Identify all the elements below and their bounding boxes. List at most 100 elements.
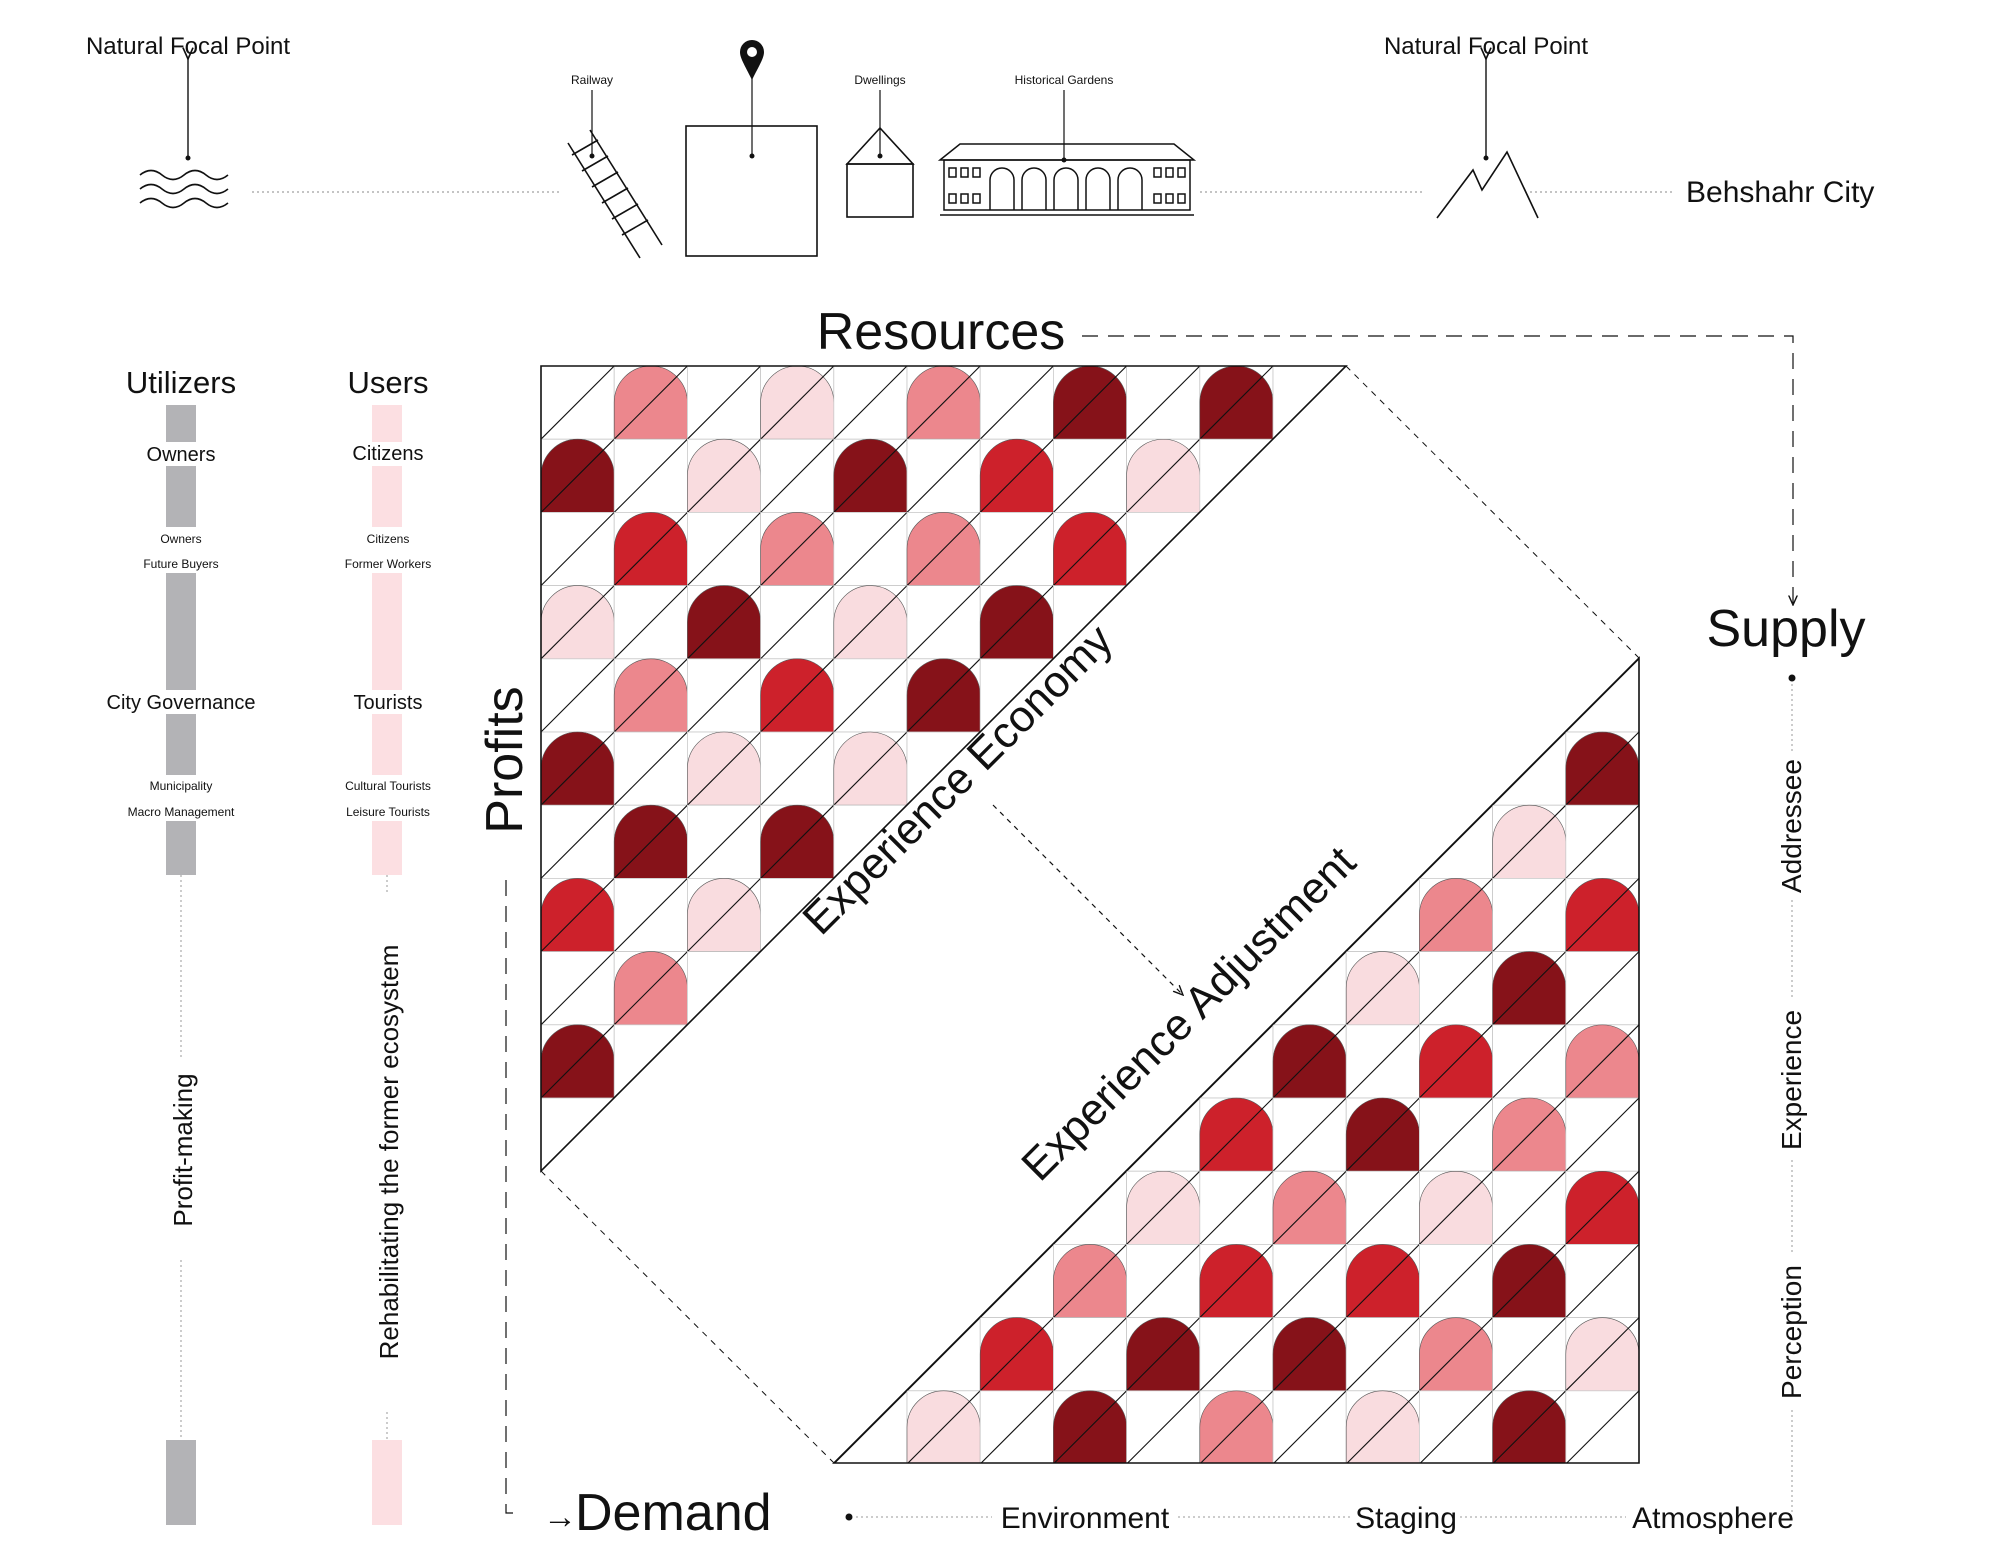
- grid-cell: [613, 731, 688, 806]
- cell-diagonal: [1345, 585, 1346, 660]
- grid-cell: [613, 951, 688, 1026]
- cell-diagonal: [1419, 731, 1493, 806]
- grid-cell: [1199, 731, 1274, 806]
- historical-garden-building-icon: [937, 143, 1197, 216]
- cell-diagonal: [613, 366, 688, 440]
- grid-cell: [1126, 1317, 1201, 1392]
- cell-diagonal: [1493, 512, 1566, 585]
- grid-cell: [979, 878, 1054, 953]
- grid-cell: [1272, 1244, 1347, 1319]
- cell-diagonal: [541, 1391, 614, 1464]
- mountain-icon: [1436, 150, 1539, 219]
- grid-cell: [1126, 585, 1201, 660]
- cell-diagonal: [979, 951, 1054, 1026]
- grid-cell: [760, 585, 835, 660]
- cell-diagonal: [1419, 658, 1493, 660]
- cell-diagonal: [1565, 731, 1639, 806]
- cell-diagonal: [1566, 366, 1639, 439]
- grid-cell: [833, 731, 908, 806]
- grid-cell: [760, 512, 835, 587]
- grid-cell: [1492, 1097, 1567, 1172]
- grid-cell: [834, 1170, 835, 1245]
- cell-diagonal: [613, 658, 688, 733]
- grid-cell: [541, 658, 615, 733]
- grid-cell: [1565, 878, 1639, 953]
- grid-cell: [833, 1024, 908, 1099]
- cell-diagonal: [834, 1170, 908, 1245]
- grid-cell: [613, 512, 688, 587]
- grid-cell: [1053, 1390, 1128, 1463]
- cell-diagonal: [979, 1024, 1054, 1099]
- grid-cell: [1345, 658, 1420, 660]
- cell-diagonal: [1493, 366, 1566, 439]
- grid-cell: [760, 1170, 835, 1171]
- addressee-label: Addressee: [1776, 759, 1807, 893]
- cell-diagonal: [833, 366, 908, 440]
- grid-cell: [1345, 1317, 1420, 1392]
- grid-cell: [1272, 1024, 1347, 1099]
- cell-diagonal: [1419, 1170, 1493, 1245]
- cell-diagonal: [1345, 1097, 1420, 1172]
- cell-diagonal: [1272, 1390, 1347, 1463]
- bottom-axis: Environment Staging Atmosphere: [845, 1502, 1794, 1535]
- economy-to-adjustment-arrow: [992, 804, 1183, 995]
- cell-diagonal: [541, 585, 615, 660]
- cell-diagonal: [1419, 512, 1492, 585]
- grid-cell: [1565, 1024, 1639, 1099]
- water-waves-icon: [139, 169, 229, 209]
- grid-cell: [979, 438, 1054, 513]
- grid-cell: [979, 1024, 1054, 1099]
- cell-diagonal: [613, 1170, 688, 1171]
- grid-cell: [1272, 658, 1347, 733]
- grid-cell: [687, 658, 762, 733]
- cell-diagonal: [1419, 439, 1492, 512]
- grid-cell: [614, 1318, 687, 1391]
- cell-diagonal: [1565, 804, 1639, 879]
- top-strip: Natural Focal Point Railway: [86, 33, 1874, 259]
- grid-cell: [906, 1097, 981, 1172]
- grid-cell: [1419, 366, 1492, 439]
- grid-cell: [1272, 1390, 1347, 1463]
- grid-cell: [1126, 804, 1201, 879]
- grid-cell: [1419, 1170, 1494, 1245]
- grid-cell: [1345, 1170, 1420, 1245]
- grid-cell: [906, 878, 981, 953]
- grid-cell: [613, 438, 688, 513]
- cell-diagonal: [687, 1097, 761, 1171]
- grid-cell: [1419, 951, 1494, 1026]
- cell-diagonal: [1345, 1317, 1420, 1392]
- grid-cell: [1199, 1170, 1274, 1245]
- grid-cell: [1492, 1244, 1567, 1319]
- cell-diagonal: [1419, 951, 1493, 1026]
- cell-diagonal: [1272, 1244, 1347, 1318]
- grid-cell: [1565, 951, 1639, 1026]
- grid-cell: [1272, 731, 1347, 806]
- leader-dot: [185, 155, 191, 161]
- cell-diagonal: [1419, 658, 1493, 733]
- grid-cell: [1272, 512, 1346, 587]
- cell-diagonal: [760, 658, 835, 733]
- cell-diagonal: [1126, 1170, 1201, 1245]
- grid-cell: [1272, 1097, 1347, 1172]
- cell-diagonal: [760, 804, 835, 879]
- grid-cell: [614, 1244, 687, 1317]
- dashed-connector: [540, 1170, 835, 1464]
- grid-cell: [613, 585, 688, 660]
- utilizers-group-governance: City Governance: [107, 692, 256, 714]
- cell-diagonal: [687, 1318, 760, 1391]
- grid-cell: [1419, 1317, 1494, 1392]
- resources-to-supply-arrow: [1082, 335, 1793, 605]
- cell-diagonal: [1565, 1317, 1639, 1392]
- cell-diagonal: [687, 585, 761, 660]
- dashed-connector: [1345, 365, 1640, 659]
- grid-cell: [1492, 804, 1567, 879]
- cell-diagonal: [1493, 439, 1566, 512]
- grid-cell: [1126, 878, 1201, 953]
- cell-diagonal: [541, 512, 615, 586]
- label-backing: [110, 690, 252, 714]
- grid-cell: [613, 658, 688, 733]
- location-pin-icon: [740, 40, 764, 80]
- cell-diagonal: [760, 951, 835, 1026]
- grid-cell: [1053, 438, 1128, 513]
- grid-cell: [1053, 366, 1128, 440]
